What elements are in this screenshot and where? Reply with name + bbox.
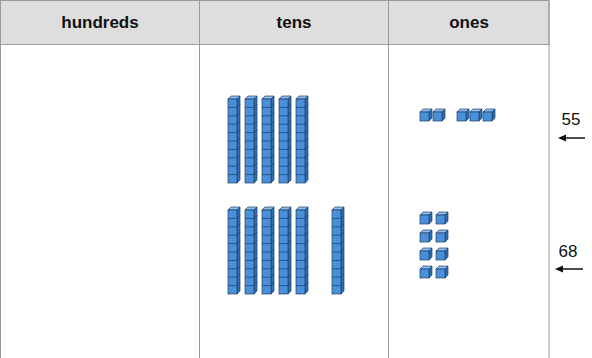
ten-rod xyxy=(228,96,240,183)
number-label: 55 xyxy=(562,111,581,128)
column-header: tens xyxy=(277,14,312,31)
ten-rod xyxy=(262,96,274,183)
column-line xyxy=(199,1,200,358)
unit-cube xyxy=(433,109,445,121)
unit-cube xyxy=(420,248,432,260)
column-line xyxy=(0,1,1,358)
unit-cube xyxy=(436,230,448,242)
ten-rod xyxy=(279,96,291,183)
ten-rod xyxy=(296,207,308,294)
ten-rod xyxy=(332,207,344,294)
header-row xyxy=(1,1,550,45)
column-line xyxy=(388,1,389,358)
table-grid xyxy=(1,1,550,358)
pointer-arrow xyxy=(555,266,583,273)
unit-cube xyxy=(420,212,432,224)
ten-rod xyxy=(262,207,274,294)
unit-cube xyxy=(483,109,495,121)
ten-rod xyxy=(228,207,240,294)
number-label: 68 xyxy=(559,243,578,260)
unit-cube xyxy=(457,109,469,121)
ten-rod xyxy=(279,207,291,294)
unit-cube xyxy=(436,266,448,278)
column-header: ones xyxy=(449,14,489,31)
ten-rod xyxy=(245,207,257,294)
column-line xyxy=(549,1,550,358)
pointer-arrow xyxy=(558,135,585,142)
unit-cube xyxy=(470,109,482,121)
ten-rod xyxy=(245,96,257,183)
unit-cube xyxy=(420,109,432,121)
unit-cube xyxy=(436,212,448,224)
ten-rod xyxy=(296,96,308,183)
unit-cube xyxy=(420,230,432,242)
column-header: hundreds xyxy=(61,14,138,31)
unit-cube xyxy=(436,248,448,260)
unit-cube xyxy=(420,266,432,278)
